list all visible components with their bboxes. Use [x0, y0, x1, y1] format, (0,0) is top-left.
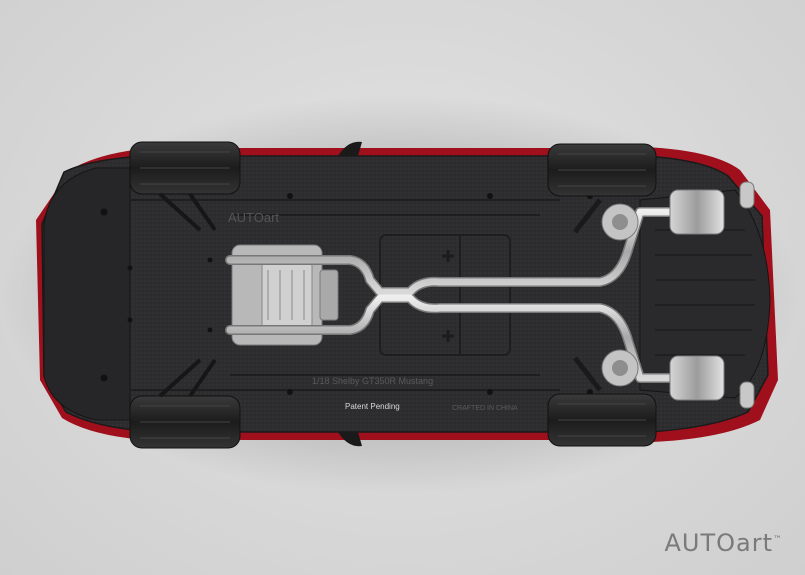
left-mirror — [338, 141, 362, 156]
mounting-holes — [100, 193, 593, 395]
rear-differential — [573, 198, 639, 392]
diffuser-fins — [655, 229, 755, 356]
exhaust-tips — [739, 181, 755, 409]
rear-left-wheel — [547, 143, 657, 197]
left-muffler — [669, 189, 725, 235]
brand-watermark: AUTOart™ — [664, 529, 783, 557]
chassis-model-plate: 1/18 Shelby GT350R Mustang — [312, 376, 433, 386]
front-right-wheel — [129, 395, 241, 449]
right-muffler — [669, 355, 725, 401]
front-left-wheel — [129, 141, 241, 195]
right-mirror — [338, 432, 362, 447]
exhaust-system — [225, 207, 705, 383]
transmission — [231, 244, 339, 346]
trademark-symbol: ™ — [773, 535, 783, 545]
chassis-patent-text: Patent Pending — [345, 402, 400, 411]
chassis-maker-mark: AUTOart — [228, 210, 279, 225]
front-bumper — [43, 167, 131, 421]
front-suspension — [158, 192, 217, 398]
rear-right-wheel — [547, 393, 657, 447]
floor-cross-marks — [442, 250, 454, 342]
brand-name: AUTOart — [664, 529, 773, 557]
chassis-crafted-text: CRAFTED IN CHINA — [452, 405, 518, 412]
